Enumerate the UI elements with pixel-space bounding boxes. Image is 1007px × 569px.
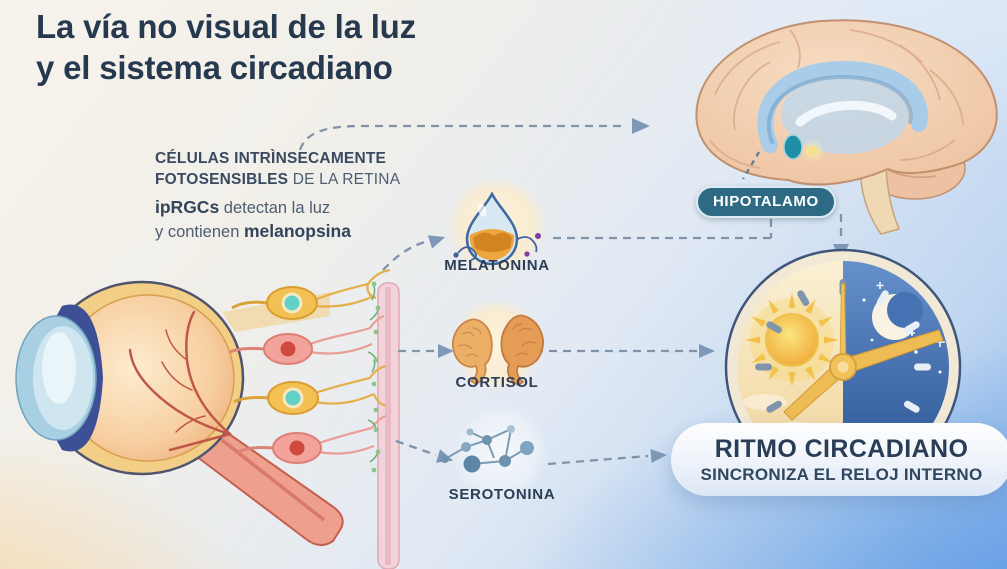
- sun-icon: [765, 313, 819, 367]
- melatonin-droplet-icon: [453, 191, 541, 266]
- sun-rays: [745, 293, 839, 387]
- melatonina-label: MELATONINA: [444, 257, 550, 274]
- optic-nerve: [194, 420, 344, 546]
- serotonina-label: SEROTONINA: [448, 486, 556, 503]
- retina-neuron-icon: [229, 314, 385, 365]
- arrowhead-icon: [427, 235, 446, 249]
- retinal-vessels: [128, 310, 232, 452]
- photoreceptor-twigs: [367, 285, 379, 463]
- title-line-2: y el sistema circadiano: [36, 49, 393, 86]
- brain-inner-region: [781, 74, 909, 154]
- arrow-retina-to-serotonina: [395, 439, 437, 457]
- arrowhead-icon: [650, 449, 667, 463]
- melanopsina-word: melanopsina: [243, 221, 351, 241]
- iprgc-cell-icon: [231, 268, 391, 320]
- iprgc-note-line2-bold: FOTOSENSIBLES: [155, 171, 289, 188]
- retina-neuron-icon: [237, 414, 387, 464]
- iprgc-note-line1: CÉLULAS INTRÌNSECAMENTE: [155, 148, 455, 169]
- brain-inner-swirl: [795, 100, 897, 127]
- iprgc-cell-icon: [233, 364, 387, 415]
- arrow-text-to-brain: [298, 124, 626, 151]
- iprgc-note: CÉLULAS INTRÌNSECAMENTE FOTOSENSIBLES DE…: [155, 148, 455, 244]
- iprgc-note-line3: ipRGCs detectan la luz: [155, 196, 455, 220]
- eye-illustration: [15, 268, 400, 569]
- optic-nerve-line: [220, 438, 326, 522]
- card-subtitle: SINCRONIZA EL RELOJ INTERNO: [700, 464, 983, 484]
- arrowhead-icon: [438, 344, 454, 358]
- cortisol-icon-group: [451, 299, 544, 391]
- brain-illustration: [695, 19, 998, 235]
- moon-cutout: [887, 292, 923, 328]
- scn-nucleus-marker: [783, 134, 803, 160]
- ritmo-circadiano-card: RITMO CIRCADIANO SINCRONIZA EL RELOJ INT…: [671, 423, 1007, 496]
- page-title: La vía no visual de la luz y el sistema …: [36, 6, 416, 88]
- serotonin-glow-circle: [452, 404, 548, 500]
- cerebrum-gyri: [709, 29, 964, 169]
- serotonin-molecule-icon: [441, 425, 534, 473]
- iprgc-note-line1-bold: CÉLULAS INTRÌNSECAMENTE: [155, 150, 387, 167]
- iprgc-acronym: ipRGCs: [155, 197, 220, 217]
- iprgc-note-line4: y contienen melanopsina: [155, 220, 455, 244]
- photoreceptor-dots: [371, 281, 381, 473]
- hypothalamus-dot: [808, 146, 818, 156]
- title-line-1: La vía no visual de la luz: [36, 8, 416, 45]
- arrowhead-icon: [699, 344, 715, 358]
- lens-highlight: [42, 332, 76, 404]
- iprgc-note-line3-rest: detectan la luz: [219, 199, 331, 217]
- card-title: RITMO CIRCADIANO: [714, 434, 969, 463]
- corpus-callosum-edge: [766, 74, 913, 144]
- hipotalamo-label: HIPOTALAMO: [696, 186, 836, 218]
- serotonina-icon-group: [441, 404, 548, 500]
- arrow-retina-to-melatonina: [382, 239, 429, 271]
- arrow-serotonina-to-card: [547, 454, 649, 466]
- connector-melatonina-hipotalamo: [547, 219, 773, 240]
- clock-hands: [783, 283, 944, 421]
- retina-strip-inner: [385, 287, 391, 565]
- iprgc-note-line2: FOTOSENSIBLES DE LA RETINA: [155, 169, 455, 190]
- arrowhead-icon: [632, 118, 650, 134]
- corpus-callosum-band: [757, 60, 928, 153]
- melatonina-icon-group: [448, 177, 546, 275]
- retina-cells: [229, 268, 391, 473]
- cortisol-label: CORTISOL: [455, 374, 539, 391]
- iprgc-note-line4-start: y contienen: [155, 223, 244, 241]
- adrenal-glands-icon: [452, 314, 544, 387]
- pathway-arrows: [298, 124, 843, 466]
- iprgc-note-line2-rest: DE LA RETINA: [288, 171, 401, 188]
